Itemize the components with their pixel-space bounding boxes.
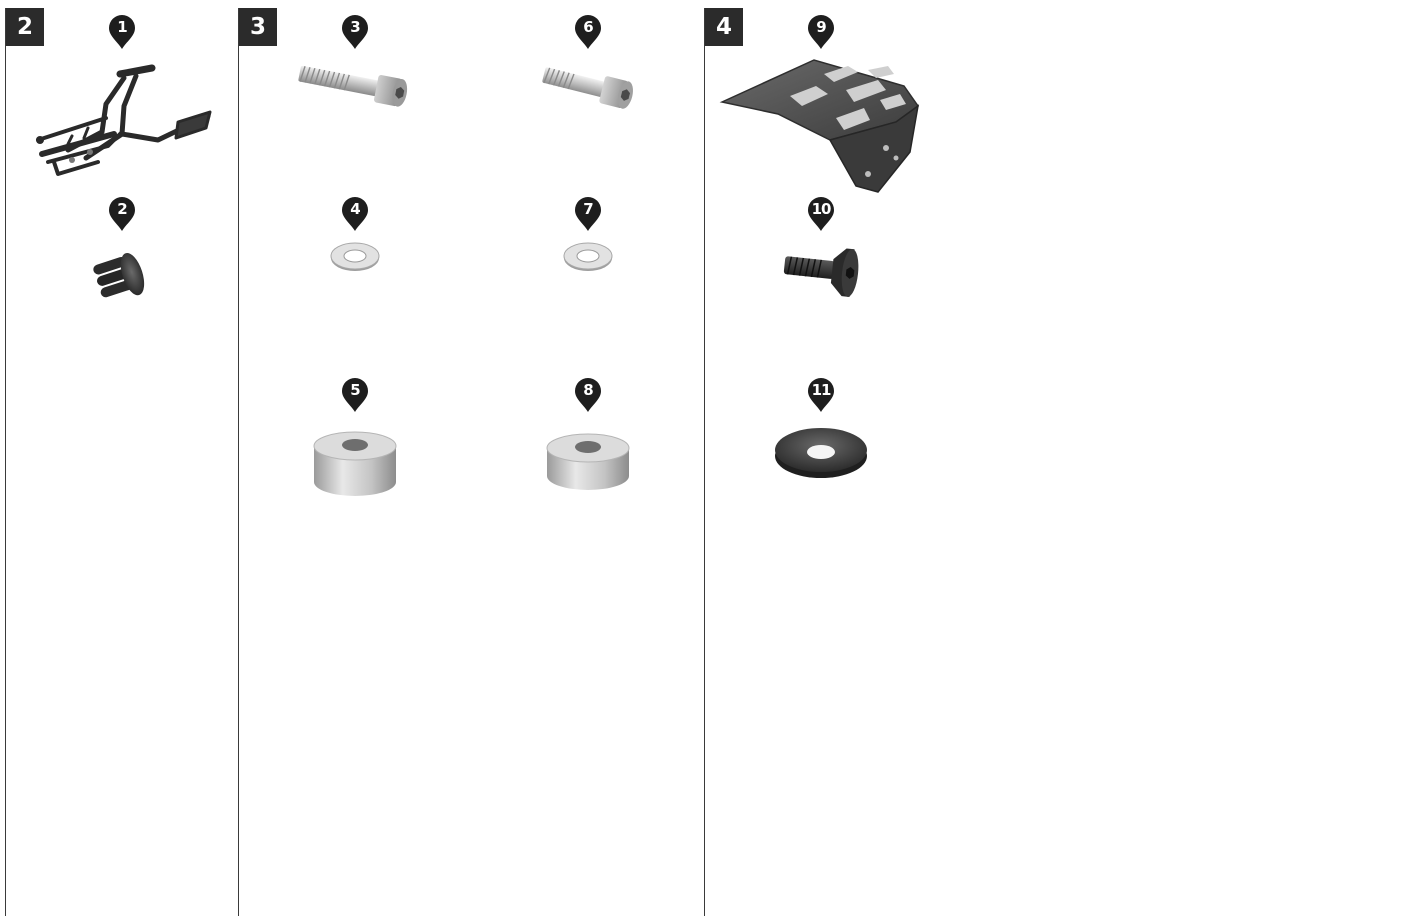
part-10-marker: 10 — [807, 196, 835, 232]
part-number: 3 — [341, 14, 369, 40]
part-1-marker: 1 — [108, 14, 136, 50]
part-3-marker: 3 — [341, 14, 369, 50]
part-number: 1 — [108, 14, 136, 40]
part-number: 5 — [341, 377, 369, 403]
part-number: 4 — [341, 196, 369, 222]
spacer-icon — [543, 430, 633, 494]
spacer-icon — [310, 428, 400, 500]
rubber-plug-icon — [88, 248, 154, 314]
part-4-marker: 4 — [341, 196, 369, 232]
part-11-marker: 11 — [807, 377, 835, 413]
step-4-label: 4 — [705, 8, 743, 46]
section-divider-right — [704, 8, 705, 916]
step-3-label: 3 — [239, 8, 277, 46]
bracket-frame-icon — [28, 62, 213, 187]
part-number: 10 — [807, 196, 835, 222]
section-divider-middle — [238, 8, 239, 916]
part-number: 8 — [574, 377, 602, 403]
socket-head-bolt-icon — [538, 56, 640, 120]
socket-head-bolt-icon — [294, 56, 414, 118]
part-9-marker: 9 — [807, 14, 835, 50]
part-7-marker: 7 — [574, 196, 602, 232]
part-number: 7 — [574, 196, 602, 222]
part-number: 6 — [574, 14, 602, 40]
part-2-marker: 2 — [108, 196, 136, 232]
countersunk-washer-icon — [771, 420, 871, 482]
part-8-marker: 8 — [574, 377, 602, 413]
step-2-label: 2 — [6, 8, 44, 46]
part-number: 9 — [807, 14, 835, 40]
part-5-marker: 5 — [341, 377, 369, 413]
countersunk-screw-icon — [780, 242, 864, 302]
part-6-marker: 6 — [574, 14, 602, 50]
part-number: 2 — [108, 196, 136, 222]
flat-washer-icon — [327, 240, 383, 274]
section-divider-left — [5, 8, 6, 916]
part-number: 11 — [807, 377, 835, 403]
rack-plate-icon — [718, 56, 928, 198]
flat-washer-icon — [560, 240, 616, 274]
